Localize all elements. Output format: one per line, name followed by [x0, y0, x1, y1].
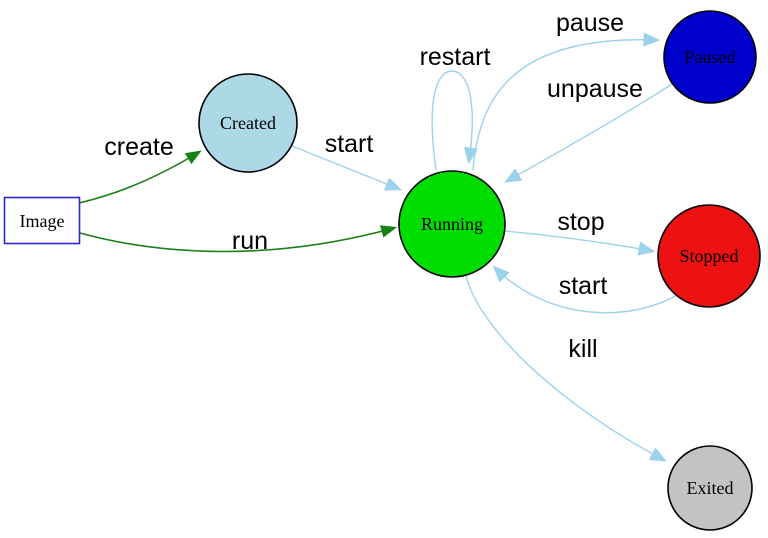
edge-start-stopped: start: [492, 265, 678, 314]
edge-kill-path: [465, 275, 667, 462]
edge-pause-path: [472, 32, 661, 171]
node-paused: Paused: [663, 10, 757, 104]
edge-kill-label: kill: [568, 335, 597, 363]
edge-unpause-label: unpause: [547, 75, 643, 103]
node-running: Running: [398, 170, 506, 278]
edge-run-path: [79, 225, 398, 253]
edge-create-path: [78, 150, 202, 204]
edge-stop-label: stop: [557, 208, 604, 236]
edge-start-created: start: [291, 130, 403, 191]
node-stopped-label: Stopped: [679, 246, 738, 266]
edge-start-created-label: start: [325, 130, 374, 158]
node-image: Image: [3, 196, 81, 245]
edge-restart-label: restart: [420, 43, 491, 71]
edge-run-label: run: [232, 227, 268, 255]
edge-start-stopped-path: [492, 265, 678, 314]
edge-unpause-path: [504, 83, 673, 183]
edge-start-created-path: [291, 145, 403, 191]
edge-create-label: create: [104, 133, 173, 161]
node-created: Created: [198, 73, 298, 173]
edge-restart-path: [431, 70, 478, 171]
node-created-label: Created: [220, 113, 276, 133]
edge-unpause: unpause: [504, 75, 673, 183]
node-exited: Exited: [667, 445, 753, 531]
edge-create: create: [78, 133, 202, 204]
edge-pause-label: pause: [556, 9, 624, 37]
node-created-shape: [198, 73, 298, 173]
edge-start-stopped-label: start: [559, 272, 608, 300]
edge-kill: kill: [465, 275, 667, 462]
node-exited-label: Exited: [687, 478, 734, 498]
node-running-label: Running: [421, 214, 483, 234]
node-image-shape: [3, 196, 81, 245]
edge-stop-path: [504, 230, 656, 256]
edge-pause: pause: [472, 9, 661, 171]
node-image-label: Image: [20, 211, 65, 231]
node-running-shape: [398, 170, 506, 278]
node-stopped-shape: [657, 204, 761, 308]
node-exited-shape: [667, 445, 753, 531]
edge-restart: restart: [420, 43, 491, 171]
node-stopped: Stopped: [657, 204, 761, 308]
node-paused-shape: [663, 10, 757, 104]
edge-stop: stop: [504, 208, 656, 256]
edge-run: run: [79, 225, 398, 255]
node-paused-label: Paused: [685, 47, 736, 67]
